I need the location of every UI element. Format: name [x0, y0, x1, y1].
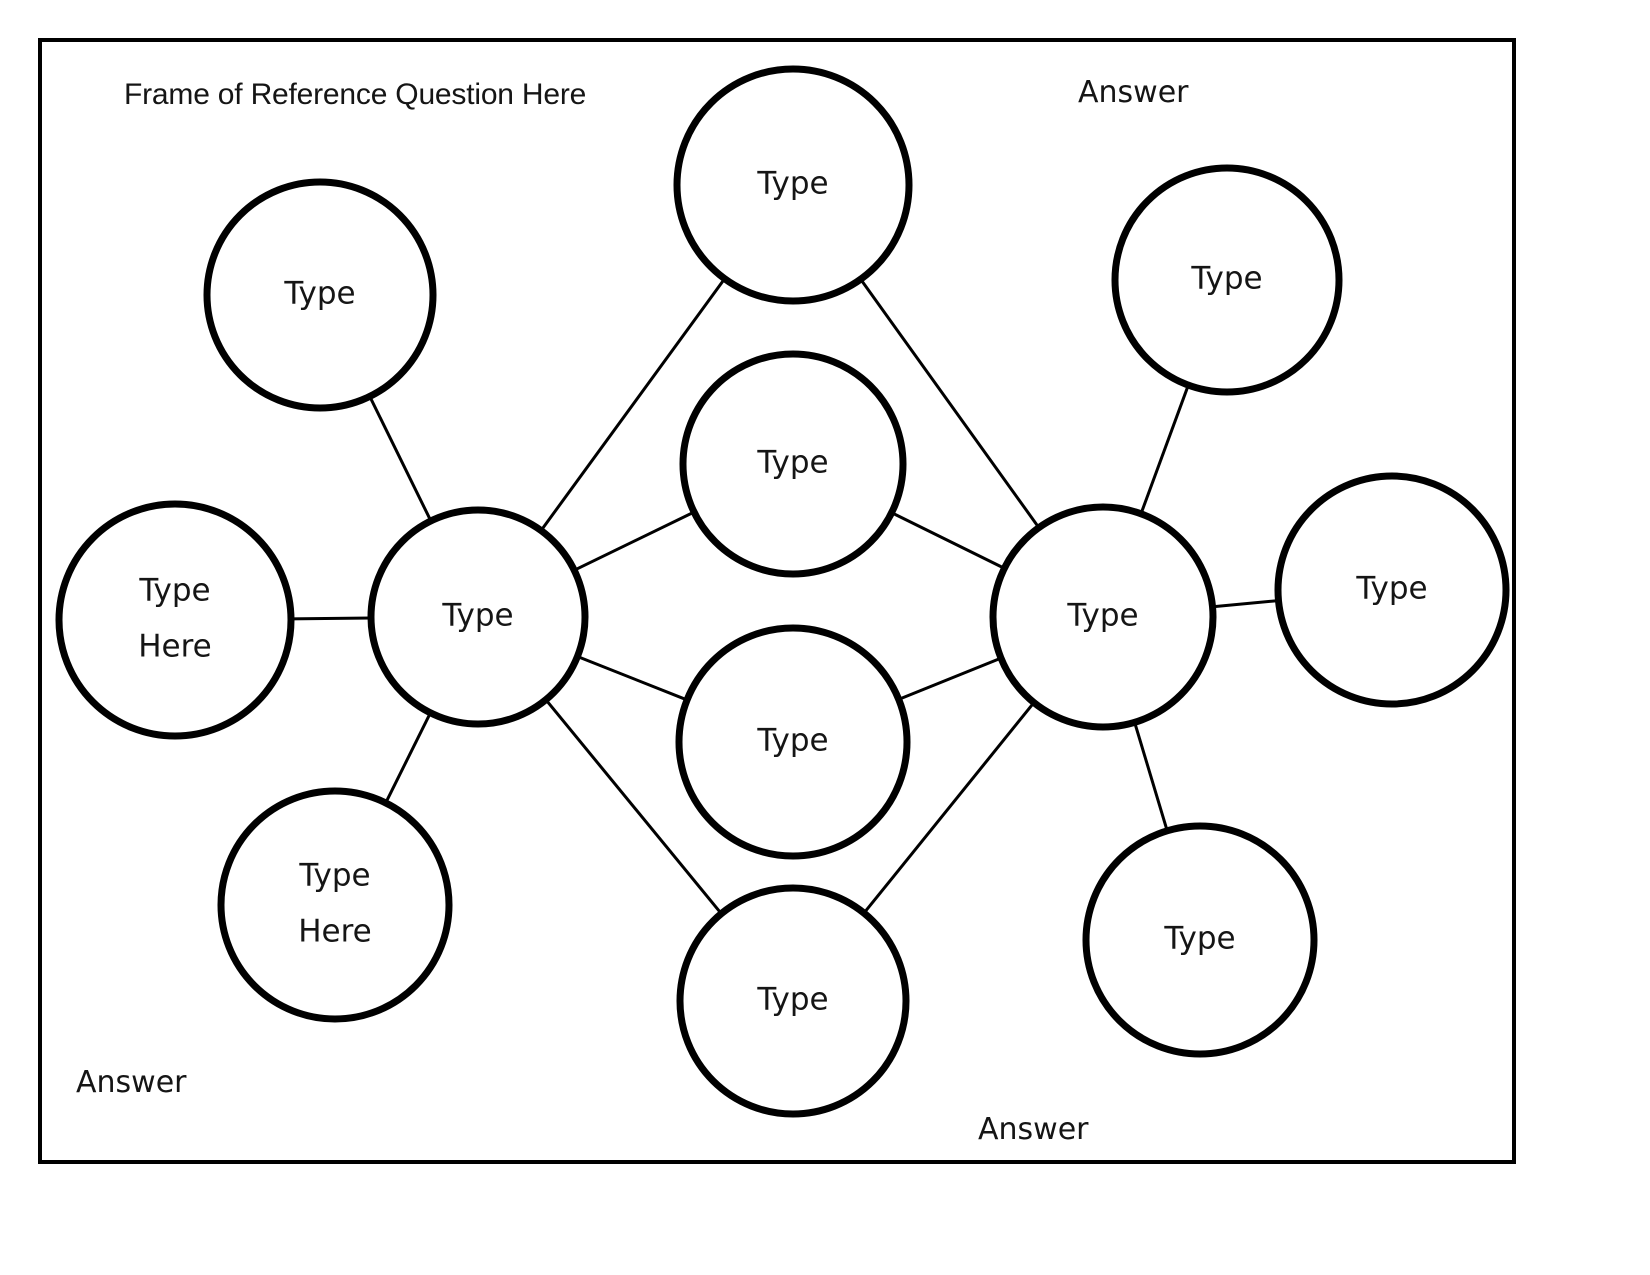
node-label-right-top: Type [1190, 261, 1262, 297]
node-label-left-top: Type [283, 276, 355, 312]
frame-of-reference-question-label: Frame of Reference Question Here [124, 78, 587, 111]
node-right-top[interactable]: Type [1111, 164, 1343, 396]
node-circle-right-hub[interactable] [989, 503, 1217, 731]
node-center-upper[interactable]: Type [679, 350, 907, 578]
node-right-side[interactable]: Type [1274, 472, 1510, 708]
node-center-top[interactable]: Type [673, 65, 913, 305]
edge-left-hub-to-center-lower [575, 654, 689, 702]
answer-label-top-right: Answer [1078, 75, 1189, 110]
edge-center-lower-to-right-hub [897, 656, 1003, 702]
node-circle-center-top[interactable] [673, 65, 913, 305]
node-right-bottom[interactable]: Type [1082, 822, 1318, 1058]
node-label-left-bottom: Type [298, 858, 370, 894]
edge-right-bottom-to-right-hub [1132, 720, 1169, 833]
node-center-lower[interactable]: Type [675, 624, 911, 860]
edge-center-top-to-right-hub [858, 277, 1041, 530]
node-circle-center-upper[interactable] [679, 350, 907, 578]
node-label-right-bottom: Type [1163, 921, 1235, 957]
node-label-center-lower: Type [756, 723, 828, 759]
node-label-left-hub: Type [441, 598, 513, 634]
edge-left-hub-to-center-upper [572, 510, 696, 573]
node-circle-left-top[interactable] [203, 178, 437, 412]
node-label-left-bottom: Here [298, 914, 372, 950]
node-left-top[interactable]: Type [203, 178, 437, 412]
node-circle-left-hub[interactable] [367, 506, 589, 728]
edge-left-side-to-left-hub [289, 616, 373, 621]
edges-group [289, 277, 1280, 916]
node-circle-right-bottom[interactable] [1082, 822, 1318, 1058]
edge-left-top-to-left-hub [367, 394, 433, 523]
node-label-left-side: Here [138, 629, 212, 665]
answer-label-bottom-left: Answer [76, 1065, 187, 1100]
edge-left-hub-to-center-top [539, 277, 727, 533]
edge-left-bottom-to-left-hub [383, 711, 433, 805]
diagram-frame-border [38, 38, 1516, 1164]
edge-right-side-to-right-hub [1211, 599, 1280, 609]
node-label-right-hub: Type [1066, 598, 1138, 634]
edge-left-hub-to-center-bottom [544, 698, 724, 916]
node-label-center-bottom: Type [756, 982, 828, 1018]
edge-center-upper-to-right-hub [890, 510, 1006, 571]
node-label-left-side: Type [138, 573, 210, 609]
edge-right-top-to-right-hub [1139, 383, 1191, 516]
node-circle-right-top[interactable] [1111, 164, 1343, 396]
node-label-center-top: Type [756, 166, 828, 202]
edge-center-bottom-to-right-hub [862, 700, 1036, 915]
node-circle-right-side[interactable] [1274, 472, 1510, 708]
node-circle-left-side[interactable] [55, 500, 295, 740]
node-label-center-upper: Type [756, 445, 828, 481]
nodes-group: TypeTypeHereTypeTypeHereTypeTypeTypeType… [55, 65, 1510, 1118]
node-circle-center-lower[interactable] [675, 624, 911, 860]
answer-label-bottom-center: Answer [978, 1112, 1089, 1147]
node-circle-center-bottom[interactable] [676, 884, 910, 1118]
node-center-bottom[interactable]: Type [676, 884, 910, 1118]
node-right-hub[interactable]: Type [989, 503, 1217, 731]
node-left-hub[interactable]: Type [367, 506, 589, 728]
node-label-right-side: Type [1355, 571, 1427, 607]
node-circle-left-bottom[interactable] [217, 787, 453, 1023]
